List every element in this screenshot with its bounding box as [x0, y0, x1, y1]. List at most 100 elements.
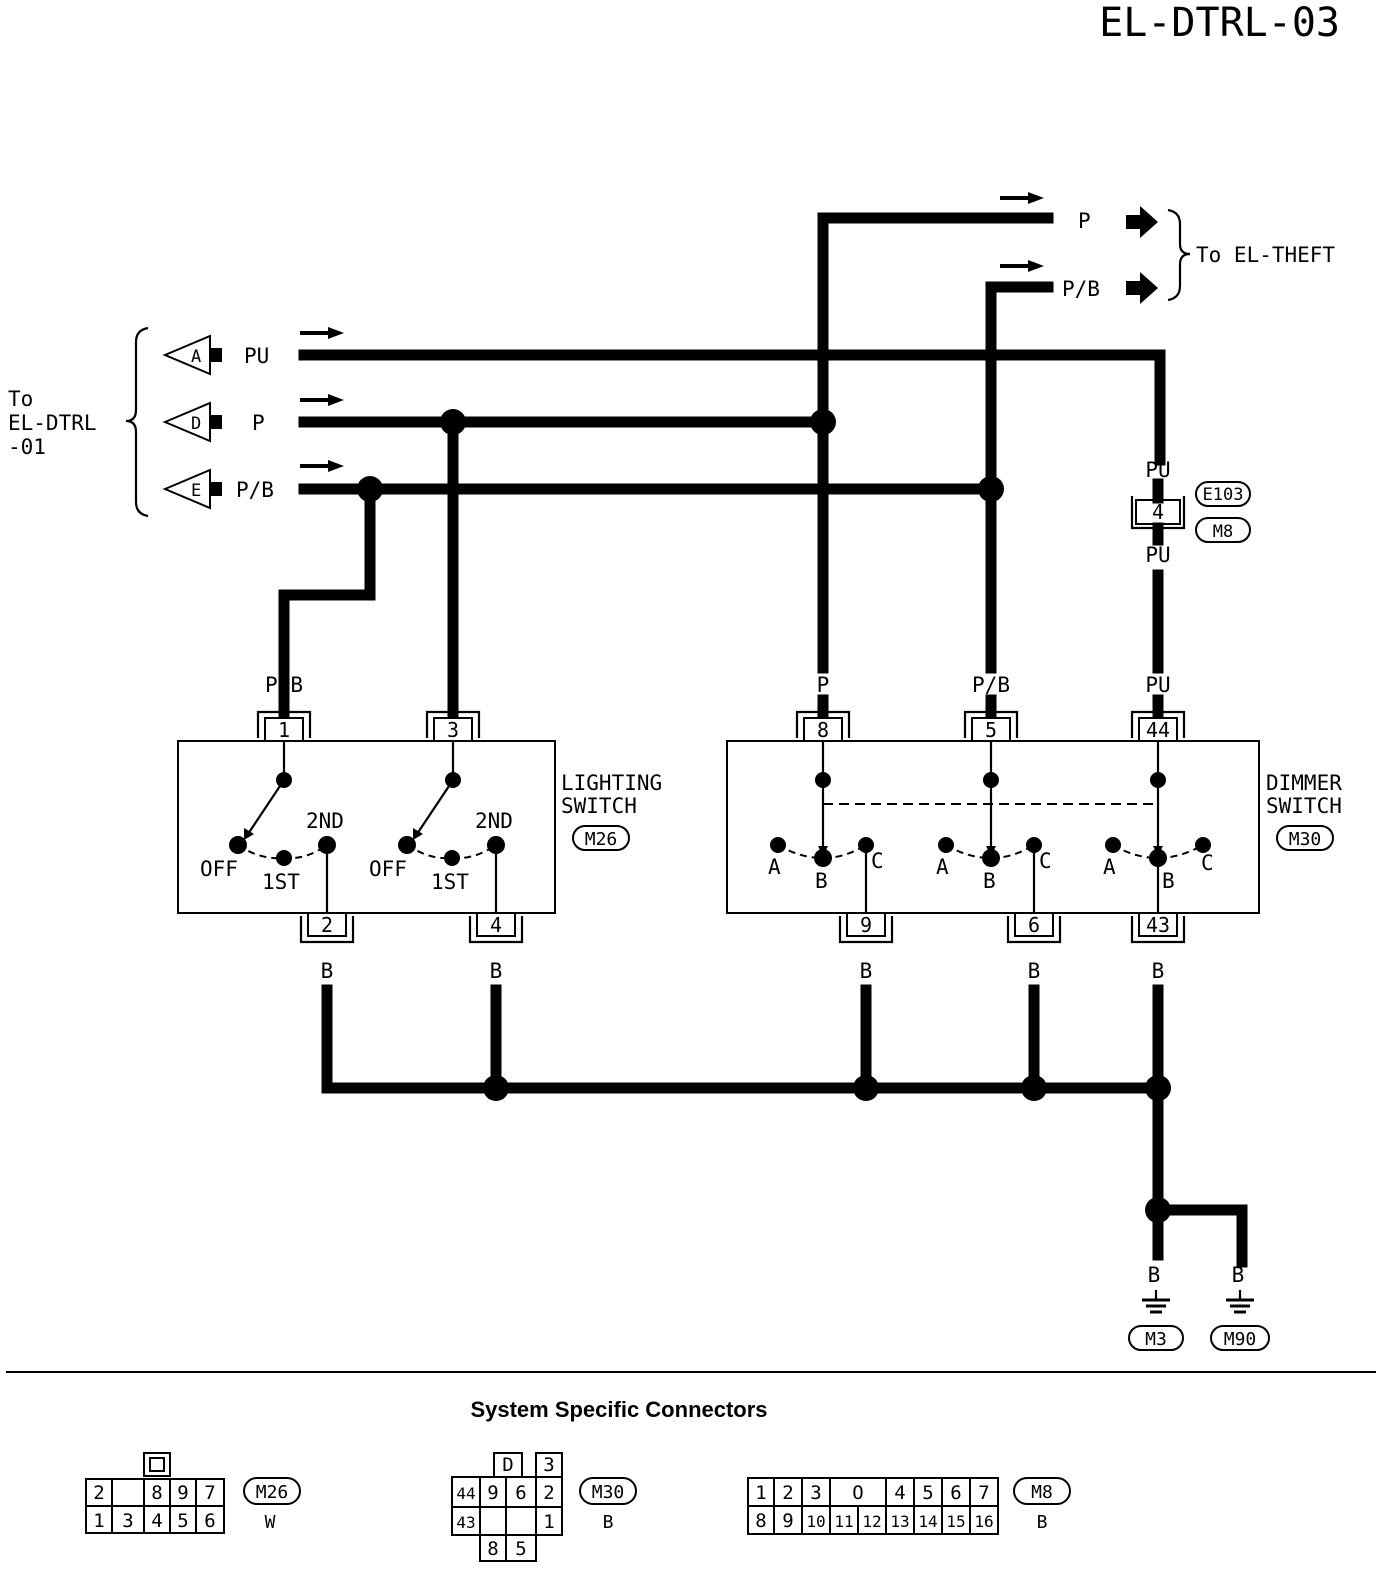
- position-b: B: [815, 869, 828, 893]
- m8-color: B: [1037, 1512, 1048, 1533]
- position-b: B: [1162, 869, 1175, 893]
- connector-a-icon: A: [162, 334, 222, 376]
- theft-wire-p: P: [1078, 209, 1091, 233]
- dimmer-pin5: 5: [963, 710, 1019, 742]
- position-1st: 1ST: [262, 870, 300, 894]
- svg-text:5: 5: [922, 1482, 933, 1504]
- junction-dots: [357, 409, 1171, 1223]
- lighting-pin4: 4: [468, 912, 524, 944]
- svg-text:44: 44: [1146, 718, 1170, 742]
- svg-text:44: 44: [456, 1484, 475, 1503]
- bold-arrow-icon: [1126, 206, 1158, 304]
- ground-m3-color: B: [1148, 1263, 1161, 1287]
- dimmer-switch-title-2: SWITCH: [1266, 794, 1342, 818]
- m30-color: B: [603, 1512, 614, 1533]
- dtrl01-brace: [125, 326, 149, 518]
- wire-color-p: P: [252, 411, 265, 435]
- svg-text:9: 9: [177, 1482, 188, 1504]
- svg-text:5: 5: [515, 1538, 526, 1560]
- theft-label: To EL-THEFT: [1196, 243, 1335, 267]
- dimmer-pin6-color: B: [1028, 959, 1041, 983]
- position-c: C: [871, 849, 884, 873]
- svg-text:9: 9: [487, 1482, 498, 1504]
- lighting-pin2: 2: [299, 912, 355, 944]
- svg-text:5: 5: [177, 1510, 188, 1532]
- svg-text:8: 8: [151, 1482, 162, 1504]
- svg-text:1: 1: [278, 718, 290, 742]
- svg-text:12: 12: [862, 1512, 881, 1531]
- direction-arrow-icon: [1000, 192, 1044, 272]
- svg-text:14: 14: [918, 1512, 937, 1531]
- joint-color-top: PU: [1145, 458, 1170, 482]
- connectors-section-title: System Specific Connectors: [470, 1397, 767, 1422]
- svg-text:11: 11: [834, 1512, 853, 1531]
- svg-text:1: 1: [543, 1511, 554, 1533]
- lighting-pin2-color: B: [321, 959, 334, 983]
- lighting-switch-connector: M26: [585, 829, 618, 850]
- dimmer-pin6: 6: [1006, 912, 1062, 944]
- svg-text:D: D: [191, 414, 201, 434]
- position-2nd: 2ND: [306, 809, 344, 833]
- svg-text:2: 2: [93, 1482, 104, 1504]
- dimmer-pin9: 9: [838, 912, 894, 944]
- dimmer-pin44: 44: [1130, 710, 1186, 742]
- svg-text:13: 13: [890, 1512, 909, 1531]
- position-b: B: [983, 869, 996, 893]
- svg-text:8: 8: [487, 1538, 498, 1560]
- svg-text:10: 10: [806, 1512, 825, 1531]
- wire-color-pu: PU: [244, 344, 269, 368]
- svg-text:43: 43: [1146, 913, 1170, 937]
- position-a: A: [1103, 855, 1116, 879]
- position-off: OFF: [200, 857, 238, 881]
- svg-text:15: 15: [946, 1512, 965, 1531]
- lighting-pin4-color: B: [490, 959, 503, 983]
- dtrl01-label-line2: EL-DTRL: [8, 411, 97, 435]
- theft-wire-pb: P/B: [1062, 277, 1100, 301]
- svg-text:9: 9: [860, 913, 872, 937]
- dimmer-pin43-color: B: [1152, 959, 1165, 983]
- connector-m26-face: 2 8 9 7 1 3 4 5 6 M26 W: [85, 1452, 301, 1534]
- joint-pin: 4: [1152, 500, 1164, 524]
- lighting-pin1: 1: [256, 710, 312, 742]
- position-a: A: [936, 855, 949, 879]
- lighting-switch-title-1: LIGHTING: [561, 771, 662, 795]
- svg-text:7: 7: [978, 1482, 989, 1504]
- dtrl01-label-line3: -01: [8, 435, 46, 459]
- theft-brace: [1167, 208, 1191, 302]
- svg-text:43: 43: [456, 1513, 475, 1532]
- svg-text:16: 16: [974, 1512, 993, 1531]
- dimmer-pin5-color: P/B: [972, 673, 1010, 697]
- svg-text:2: 2: [543, 1482, 554, 1504]
- svg-text:4: 4: [151, 1510, 162, 1532]
- svg-text:8: 8: [755, 1510, 766, 1532]
- svg-text:6: 6: [950, 1482, 961, 1504]
- position-a: A: [768, 855, 781, 879]
- dimmer-switch: P P/B PU 8 5 44: [278, 673, 1342, 983]
- dimmer-switch-connector: M30: [1289, 829, 1322, 850]
- grounds: B B M3 M90: [1128, 1263, 1270, 1351]
- direction-arrow-icon: [300, 327, 344, 472]
- svg-text:5: 5: [985, 718, 997, 742]
- svg-text:D: D: [502, 1454, 513, 1476]
- svg-text:2: 2: [321, 913, 333, 937]
- dtrl01-group: To EL-DTRL -01 A PU D P E P/B: [8, 326, 344, 518]
- connector-m8-face: 1 2 3 O 4 5 6 7 8 9 10 11 12 13 14 15 16…: [747, 1477, 1071, 1535]
- lighting-pin3-color: P: [447, 673, 460, 697]
- m26-name: M26: [256, 1482, 289, 1503]
- position-off: OFF: [369, 857, 407, 881]
- joint-connector: PU 4 PU E103 M8: [1130, 458, 1251, 567]
- svg-text:2: 2: [782, 1482, 793, 1504]
- wires: [278, 212, 1248, 1268]
- svg-text:1: 1: [93, 1510, 104, 1532]
- svg-text:6: 6: [1028, 913, 1040, 937]
- svg-text:A: A: [191, 347, 201, 367]
- position-c: C: [1201, 851, 1214, 875]
- svg-text:7: 7: [204, 1482, 215, 1504]
- dimmer-pin8: 8: [795, 710, 851, 742]
- dimmer-pin44-color: PU: [1145, 673, 1170, 697]
- ground-m90-connector: M90: [1224, 1329, 1257, 1350]
- svg-text:O: O: [852, 1482, 863, 1504]
- connector-m30-face: D 3 44 9 6 2 43 1 8 5 M30 B: [451, 1452, 637, 1562]
- dimmer-switch-title-1: DIMMER: [1266, 771, 1342, 795]
- wire-color-pb: P/B: [236, 478, 274, 502]
